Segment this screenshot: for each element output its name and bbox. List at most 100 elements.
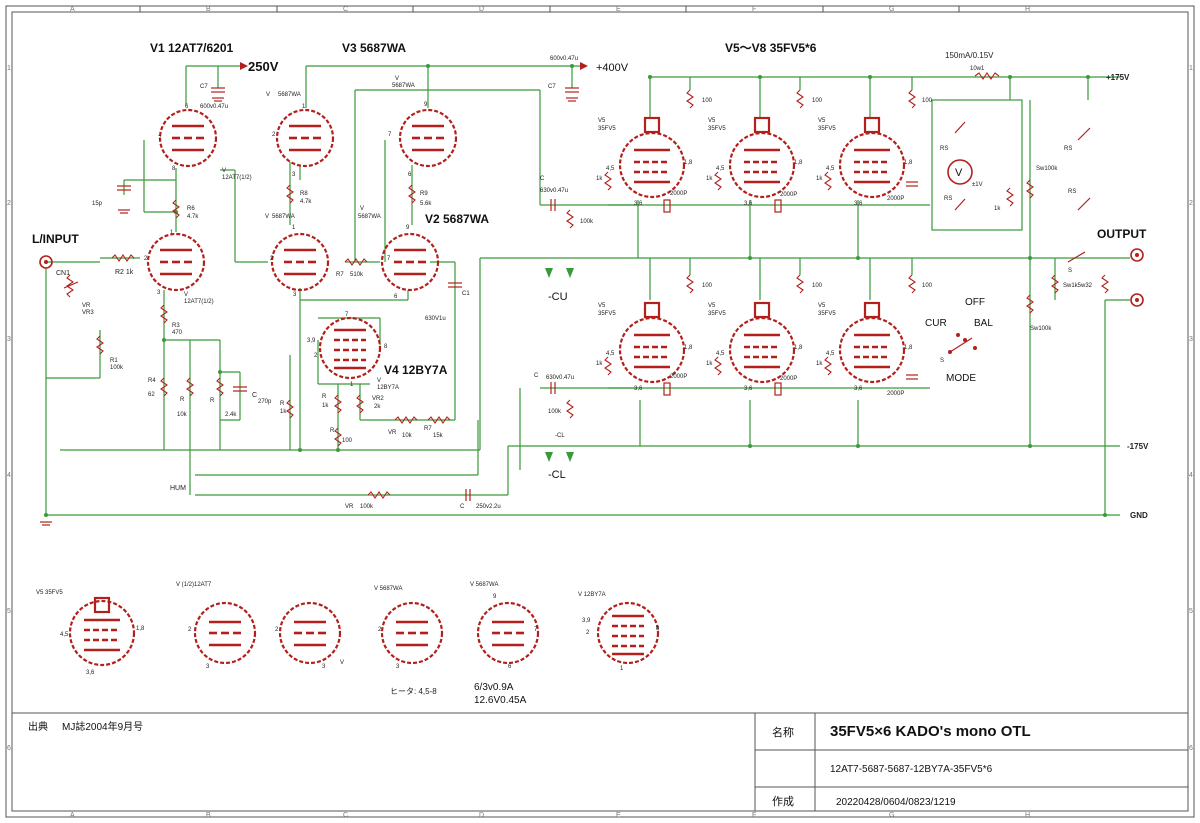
lbl-v5-a: V5 (598, 118, 606, 124)
lbl-vr3: VR3 (82, 310, 94, 316)
pin-v2-7: 7 (387, 256, 391, 262)
range-switch-icon[interactable] (954, 121, 1091, 211)
lbl-v3-type: 5687WA (278, 92, 301, 98)
pin-numbers: 6 7 8 1 2 3 1 2 3 9 7 6 1 2 3 9 7 6 7 3,… (144, 102, 428, 388)
grid-col-h: H (1025, 6, 1030, 13)
lbl-p45-e: 4,5 (716, 351, 725, 357)
lbl-v5-e-type: 35FV5 (708, 311, 726, 317)
lbl-p45-c: 4,5 (826, 166, 835, 172)
grid-col-a: A (70, 6, 75, 13)
lbl-1k-e: 1k (706, 361, 713, 367)
lbl-r7: R7 (336, 272, 344, 278)
tube-v2-right (380, 232, 440, 292)
legend-v5-p18: 1,8 (136, 626, 145, 632)
lbl-2000p-b: 2000P (780, 192, 797, 198)
rail-cl: -CL (548, 469, 566, 481)
lbl-v5-c: V5 (818, 118, 826, 124)
lbl-v4-r15k: 15k (433, 433, 444, 439)
label-mode: MODE (946, 373, 976, 384)
lbl-vr2: VR2 (372, 396, 384, 402)
rs-label-4: RS (1068, 189, 1076, 195)
lbl-r4v: 62 (148, 392, 155, 398)
lbl-v5-f-type: 35FV5 (818, 311, 836, 317)
junction-dots (44, 64, 1107, 517)
lbl-v2-v: V (265, 214, 269, 220)
lbl-r6v: 4.7k (187, 214, 199, 220)
lbl-r8v: 4.7k (300, 199, 312, 205)
output-stage-labels: V5 35FV5 V5 35FV5 V5 35FV5 V5 35FV5 V5 3… (596, 66, 1093, 397)
lbl-v1-half: 12AT7(1/2) (222, 175, 252, 181)
output-switch-icon[interactable] (1067, 251, 1086, 263)
grid-row-3: 3 (7, 336, 11, 343)
title-made-label: 作成 (772, 795, 794, 808)
grid-row-4-right: 4 (1189, 472, 1193, 479)
pin-v2-3: 3 (293, 292, 297, 298)
label-v2: V2 5687WA (425, 212, 489, 226)
outer-frame (5, 5, 1195, 818)
lbl-v4-r100: 100 (342, 438, 353, 444)
rail-cu: -CU (548, 291, 568, 303)
lbl-cl-c: C (534, 373, 539, 379)
legend-12by7: V 12BY7A (578, 592, 606, 598)
inner-frame (11, 11, 1189, 812)
lbl-p36-e: 3,6 (744, 386, 753, 392)
lbl-v4-r1k: 1k (280, 409, 287, 415)
legend-heater: ヒータ: 4,5-8 (390, 687, 437, 696)
lbl-c270: 270p (258, 399, 272, 405)
label-v5-v8: V5～V8 35FV5*6 (725, 41, 817, 55)
lbl-v5-b: V5 (708, 118, 716, 124)
pin-v3-6: 6 (408, 172, 412, 178)
lbl-v4-vr: VR (388, 430, 397, 436)
pin-v1-3: 3 (157, 290, 161, 296)
lbl-v3-v: V (266, 92, 270, 98)
lbl-cu-c: C (540, 176, 545, 182)
output-jack-gnd-icon[interactable] (1130, 293, 1144, 307)
lbl-r24k: 2.4k (225, 412, 237, 418)
lbl-cu-100k: 100k (580, 219, 594, 225)
lbl-r100-a: 100 (702, 98, 713, 104)
lbl-v4-v: V (377, 378, 381, 384)
pin-v2-9: 9 (406, 225, 410, 231)
lbl-v4-vr10k: 10k (402, 433, 413, 439)
pin-v2-2: 2 (270, 256, 274, 262)
lbl-v3b-type: 5687WA (392, 83, 415, 89)
lbl-sw100k-a: Sw100k (1036, 166, 1058, 172)
grid-col-g: G (889, 6, 894, 13)
lbl-p45-f: 4,5 (826, 351, 835, 357)
legend-v5-p36: 3,6 (86, 670, 95, 676)
legend-12at7b-v: V (340, 660, 344, 666)
lbl-v4-r: R (280, 401, 285, 407)
lbl-p18-a: 1,8 (684, 160, 693, 166)
lbl-v4-r2k: 1k (322, 403, 329, 409)
tube-v5-d (618, 301, 686, 384)
grid-col-c-bottom: C (343, 812, 348, 819)
legend-v5: V5 35FV5 (36, 590, 63, 596)
grid-row-6: 6 (7, 745, 11, 752)
lbl-c600b: 600v0.47u (550, 56, 578, 62)
lbl-v1-half-2-v: V (184, 292, 188, 298)
tube-v4 (318, 316, 382, 380)
legend-5687b: V 5687WA (470, 582, 498, 588)
mode-switch-icon[interactable] (948, 333, 977, 354)
legend-5687b-p6: 6 (508, 664, 512, 670)
lbl-1k-a: 1k (596, 176, 603, 182)
title-block: 出典 MJ誌2004年9月号 名称 35FV5×6 KADO's mono OT… (12, 712, 1188, 811)
lbl-c1: C1 (462, 291, 470, 297)
grid-row-5: 5 (7, 608, 11, 615)
output-jack-hot-icon[interactable] (1130, 248, 1144, 262)
input-jack-icon[interactable] (39, 255, 53, 269)
grid-row-1-right: 1 (1189, 65, 1193, 72)
lbl-v5-f: V5 (818, 303, 826, 309)
title-tubes: 12AT7-5687-5687-12BY7A-35FV5*6 (830, 764, 993, 775)
rail-cl-small: -CL (555, 433, 565, 439)
lbl-hum-vr: VR (345, 504, 354, 510)
lbl-1k-f: 1k (816, 361, 823, 367)
lbl-c7: C7 (200, 84, 208, 90)
tube-v5-e (728, 301, 796, 384)
lbl-p45-a: 4,5 (606, 166, 615, 172)
lbl-p36-b: 3,6 (744, 201, 753, 207)
lbl-v1-half2: 12AT7(1/2) (184, 299, 214, 305)
rs-label-2: RS (944, 196, 952, 202)
rs-label-1: RS (940, 146, 948, 152)
lbl-r100-b: 100 (812, 98, 823, 104)
